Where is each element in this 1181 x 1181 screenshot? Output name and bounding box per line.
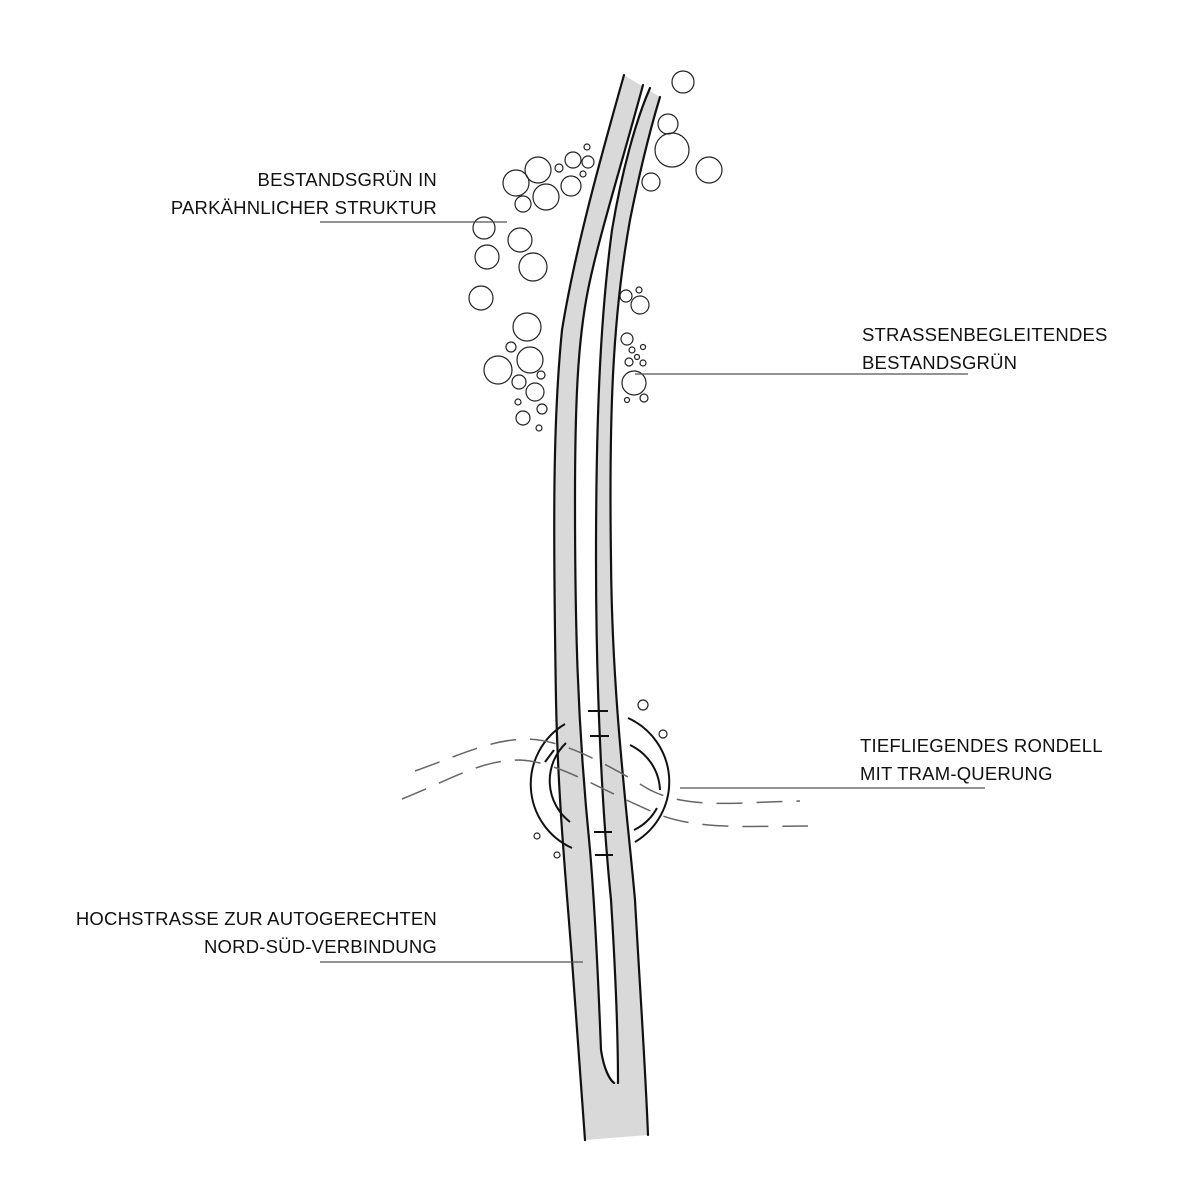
tree-icon bbox=[633, 353, 641, 361]
rondell bbox=[529, 710, 671, 856]
road-edge-outer-right bbox=[609, 95, 662, 1137]
tree-icon bbox=[535, 424, 543, 432]
tree-icon bbox=[472, 216, 496, 240]
tree-icon bbox=[553, 851, 561, 859]
tree-circles bbox=[468, 70, 723, 859]
tree-icon bbox=[637, 699, 649, 711]
tree-icon bbox=[564, 151, 582, 169]
tree-icon bbox=[514, 398, 522, 406]
rondell-outer-right bbox=[627, 717, 671, 843]
label-line: MIT TRAM-QUERUNG bbox=[860, 763, 1053, 784]
label-street-green: STRASSENBEGLEITENDES BESTANDSGRÜN bbox=[862, 321, 1108, 377]
label-park-green: BESTANDSGRÜN IN PARKÄHNLICHER STRUKTUR bbox=[171, 166, 437, 222]
tree-icon bbox=[468, 285, 494, 311]
tree-icon bbox=[657, 113, 679, 135]
tree-icon bbox=[474, 244, 500, 270]
label-line: NORD-SÜD-VERBINDUNG bbox=[204, 936, 437, 957]
tree-icon bbox=[514, 195, 532, 213]
road-edge-inner-right bbox=[594, 86, 652, 1085]
road-gap bbox=[575, 85, 650, 1083]
tree-icon bbox=[524, 156, 552, 184]
tree-icon bbox=[639, 359, 647, 367]
tree-icon bbox=[654, 132, 690, 168]
rondell-outer-left bbox=[529, 723, 573, 849]
label-line: PARKÄHNLICHER STRUKTUR bbox=[170, 197, 437, 218]
rondell-tick bbox=[544, 749, 555, 763]
label-line: STRASSENBEGLEITENDES bbox=[862, 324, 1108, 345]
tree-icon bbox=[623, 396, 631, 404]
tree-icon bbox=[624, 357, 634, 367]
rondell-inner-arc-right2 bbox=[633, 807, 658, 831]
tree-icon bbox=[516, 346, 544, 374]
label-line: BESTANDSGRÜN bbox=[862, 352, 1018, 373]
road-edge-inner-left bbox=[573, 83, 645, 1085]
tree-icon bbox=[695, 156, 723, 184]
tree-icon bbox=[658, 729, 668, 739]
label-line: TIEFLIEGENDES RONDELL bbox=[860, 735, 1103, 756]
tree-icon bbox=[620, 332, 634, 346]
tree-icon bbox=[502, 169, 530, 197]
tree-icon bbox=[579, 170, 587, 178]
tree-icon bbox=[554, 163, 564, 173]
tree-icon bbox=[511, 374, 527, 390]
tram-line bbox=[401, 738, 809, 828]
tree-icon bbox=[671, 70, 695, 94]
tree-icon bbox=[536, 370, 546, 380]
tree-icon bbox=[583, 143, 591, 151]
tree-icon bbox=[560, 175, 582, 197]
tree-icon bbox=[621, 370, 647, 396]
tree-icon bbox=[630, 295, 650, 315]
tree-icon bbox=[641, 172, 661, 192]
rondell-inner-left bbox=[548, 742, 571, 823]
tree-icon bbox=[507, 227, 533, 253]
tree-icon bbox=[635, 286, 643, 294]
label-rondell: TIEFLIEGENDES RONDELL MIT TRAM-QUERUNG bbox=[860, 732, 1103, 788]
elevated-road bbox=[553, 73, 662, 1142]
tree-icon bbox=[525, 382, 545, 402]
tree-icon bbox=[512, 312, 542, 342]
tram-track-upper bbox=[414, 738, 801, 805]
tree-icon bbox=[505, 341, 517, 353]
tree-icon bbox=[518, 252, 548, 282]
tree-icon bbox=[628, 346, 636, 354]
tree-icon bbox=[619, 289, 633, 303]
tree-icon bbox=[536, 403, 548, 415]
tree-icon bbox=[483, 355, 513, 385]
tree-icon bbox=[532, 183, 560, 211]
tree-icon bbox=[533, 832, 541, 840]
label-line: BESTANDSGRÜN IN bbox=[257, 169, 437, 190]
label-highway: HOCHSTRASSE ZUR AUTOGERECHTEN NORD-SÜD-V… bbox=[76, 905, 437, 961]
tree-icon bbox=[639, 343, 647, 351]
tree-icon bbox=[581, 155, 595, 169]
road-edge-outer-left bbox=[553, 73, 626, 1142]
tree-icon bbox=[639, 393, 649, 403]
tree-icon bbox=[515, 410, 531, 426]
rondell-inner-right bbox=[629, 744, 661, 791]
rondell-crossings bbox=[588, 710, 613, 856]
label-line: HOCHSTRASSE ZUR AUTOGERECHTEN bbox=[75, 908, 437, 929]
